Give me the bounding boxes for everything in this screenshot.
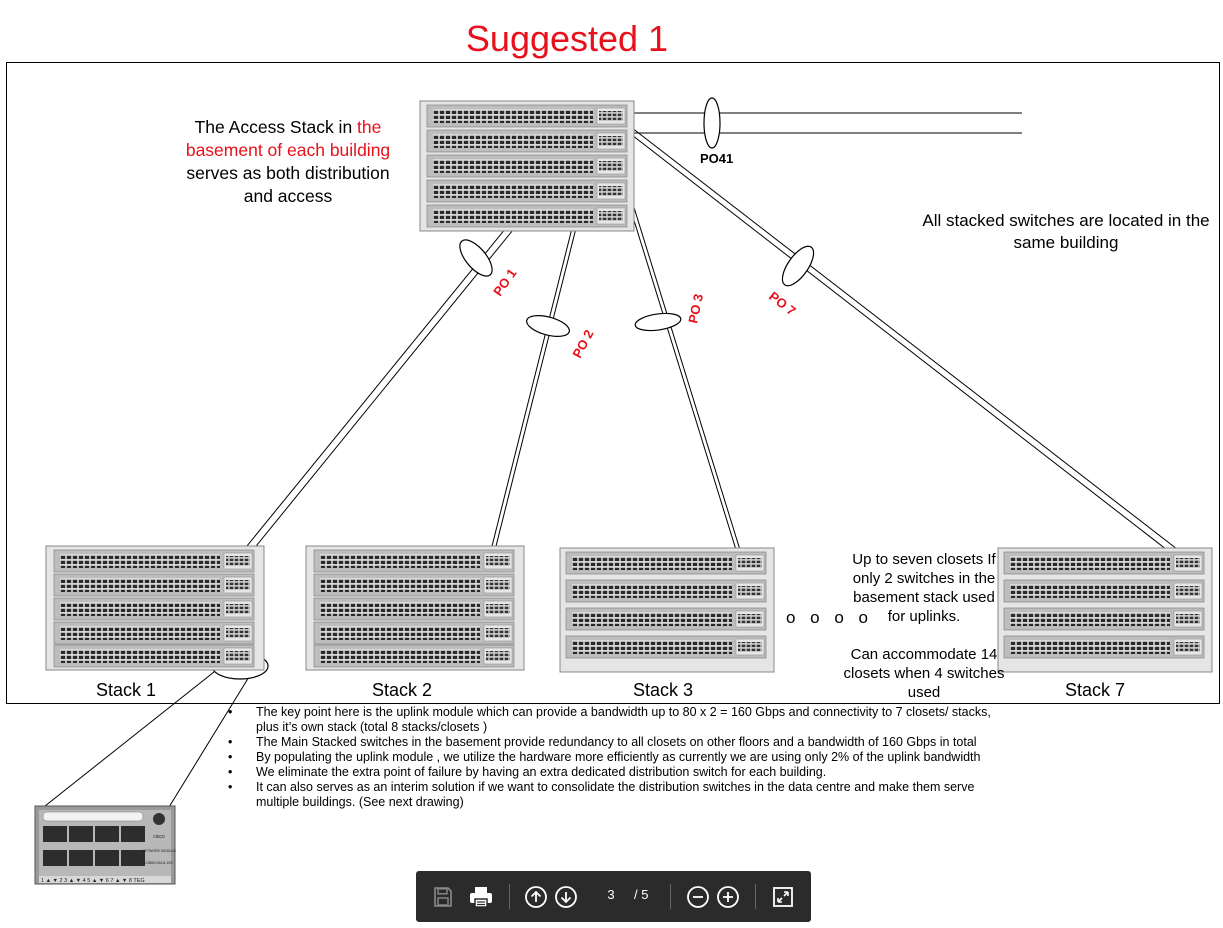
save-icon[interactable] [428, 871, 458, 922]
list-item: The key point here is the uplink module … [228, 705, 998, 735]
zoom-out-icon[interactable] [684, 871, 712, 922]
print-icon[interactable] [464, 871, 498, 922]
list-item: The Main Stacked switches in the basemen… [228, 735, 998, 750]
access-note-part1: The Access Stack in [194, 117, 358, 137]
closet-note-fourteen: Can accommodate 14 closets when 4 switch… [843, 646, 1005, 701]
fit-page-icon[interactable] [768, 871, 798, 922]
arrow-down-icon[interactable] [552, 871, 580, 922]
link-lines [39, 112, 1187, 813]
link-label-po41: PO41 [700, 151, 733, 166]
module-text-2: C3850-NM-8-10G [145, 861, 173, 865]
list-item: It can also serves as an interim solutio… [228, 780, 998, 810]
list-item: By populating the uplink module , we uti… [228, 750, 998, 765]
access-note-part3: serves as both distribution and access [186, 163, 390, 206]
page-title: Suggested 1 [465, 18, 669, 59]
stack-7-label: Stack 7 [1064, 680, 1126, 700]
stack-1-switches [45, 545, 265, 671]
stack-3-label: Stack 3 [632, 680, 694, 700]
ellipsis-dots: o o o o [786, 608, 873, 627]
arrow-up-icon[interactable] [522, 871, 550, 922]
closet-note-seven: Up to seven closets If only 2 switches i… [852, 551, 996, 625]
list-item: We eliminate the extra point of failure … [228, 765, 998, 780]
key-points-list: The key point here is the uplink module … [228, 705, 998, 810]
link-label-po1: PO 1 [490, 266, 519, 299]
diagram-frame [6, 62, 1220, 704]
pdf-viewer-toolbar [416, 871, 811, 922]
building-note: All stacked switches are located in the … [922, 211, 1210, 252]
stack-3-switches [559, 547, 775, 673]
stack-1-label: Stack 1 [95, 680, 157, 700]
link-label-po7: PO 7 [766, 289, 799, 319]
stack-2-label: Stack 2 [371, 680, 433, 700]
page-number-input[interactable]: 3 [607, 887, 615, 902]
stack-7-switches [997, 547, 1213, 673]
module-brand: cisco [153, 834, 165, 840]
zoom-in-icon[interactable] [714, 871, 742, 922]
uplink-module-image: cisco NETWORK MODULE C3850-NM-8-10G 1 ▲ … [34, 805, 177, 885]
module-port-labels: 1 ▲ ▼ 2 3 ▲ ▼ 4 5 ▲ ▼ 6 7 ▲ ▼ 8 TEG [41, 878, 145, 884]
access-note-highlight: the basement of each building [185, 117, 391, 160]
module-text-1: NETWORK MODULE [142, 849, 177, 853]
access-stack [419, 100, 635, 232]
access-stack-note: The Access Stack in the basement of each… [172, 116, 404, 208]
page-total: / 5 [634, 887, 649, 902]
link-label-po2: PO 2 [569, 327, 596, 360]
stack-2-switches [305, 545, 525, 671]
link-label-po3: PO 3 [685, 293, 706, 325]
